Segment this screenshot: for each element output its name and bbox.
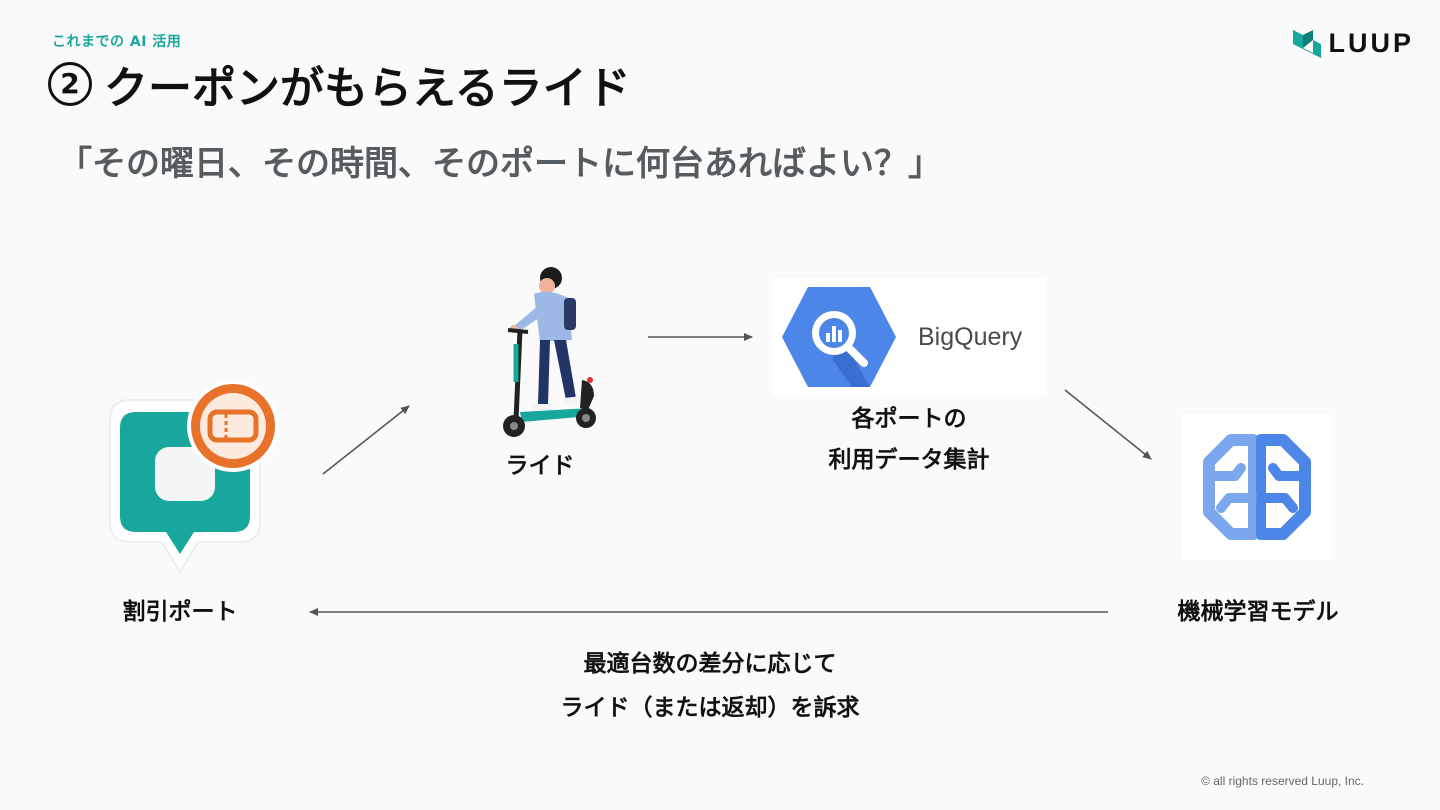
ml-brain-icon [1203, 434, 1311, 540]
copyright-text: © all rights reserved Luup, Inc. [1201, 774, 1364, 788]
ride-label: ライド [505, 453, 575, 479]
title-text: クーポンがもらえるライド [104, 63, 631, 114]
page-subtitle: 「その曜日、その時間、そのポートに何台あればよい？」 [58, 144, 942, 184]
map-pin-coupon-icon [109, 380, 279, 574]
feedback-line2: ライド（または返却）を訴求 [560, 695, 860, 721]
ml-model-label: 機械学習モデル [1177, 599, 1339, 625]
arrow-bigquery-to-model [1064, 389, 1152, 460]
luup-logo-icon [1292, 30, 1321, 58]
logo-text: LUUP [1328, 27, 1414, 58]
bigquery-icon [782, 287, 896, 387]
feedback-line1: 最適台数の差分に応じて [583, 651, 837, 677]
discount-port-node [100, 372, 286, 594]
title-number-badge: 2 [48, 62, 92, 106]
page-title: 2 クーポンがもらえるライド [48, 52, 631, 116]
bigquery-label-line1: 各ポートの [851, 406, 967, 432]
ride-node [494, 262, 604, 442]
luup-logo: LUUP [1291, 26, 1415, 60]
section-label: これまでの AI 活用 [52, 34, 182, 50]
scooter-rider-icon [503, 267, 596, 437]
discount-port-label: 割引ポート [122, 599, 238, 625]
arrow-port-to-ride [322, 405, 410, 475]
ml-model-node [1182, 414, 1332, 560]
bigquery-node: BigQuery [772, 278, 1046, 396]
bigquery-label-line2: 利用データ集計 [828, 447, 990, 473]
bigquery-brand-text: BigQuery [918, 322, 1023, 351]
